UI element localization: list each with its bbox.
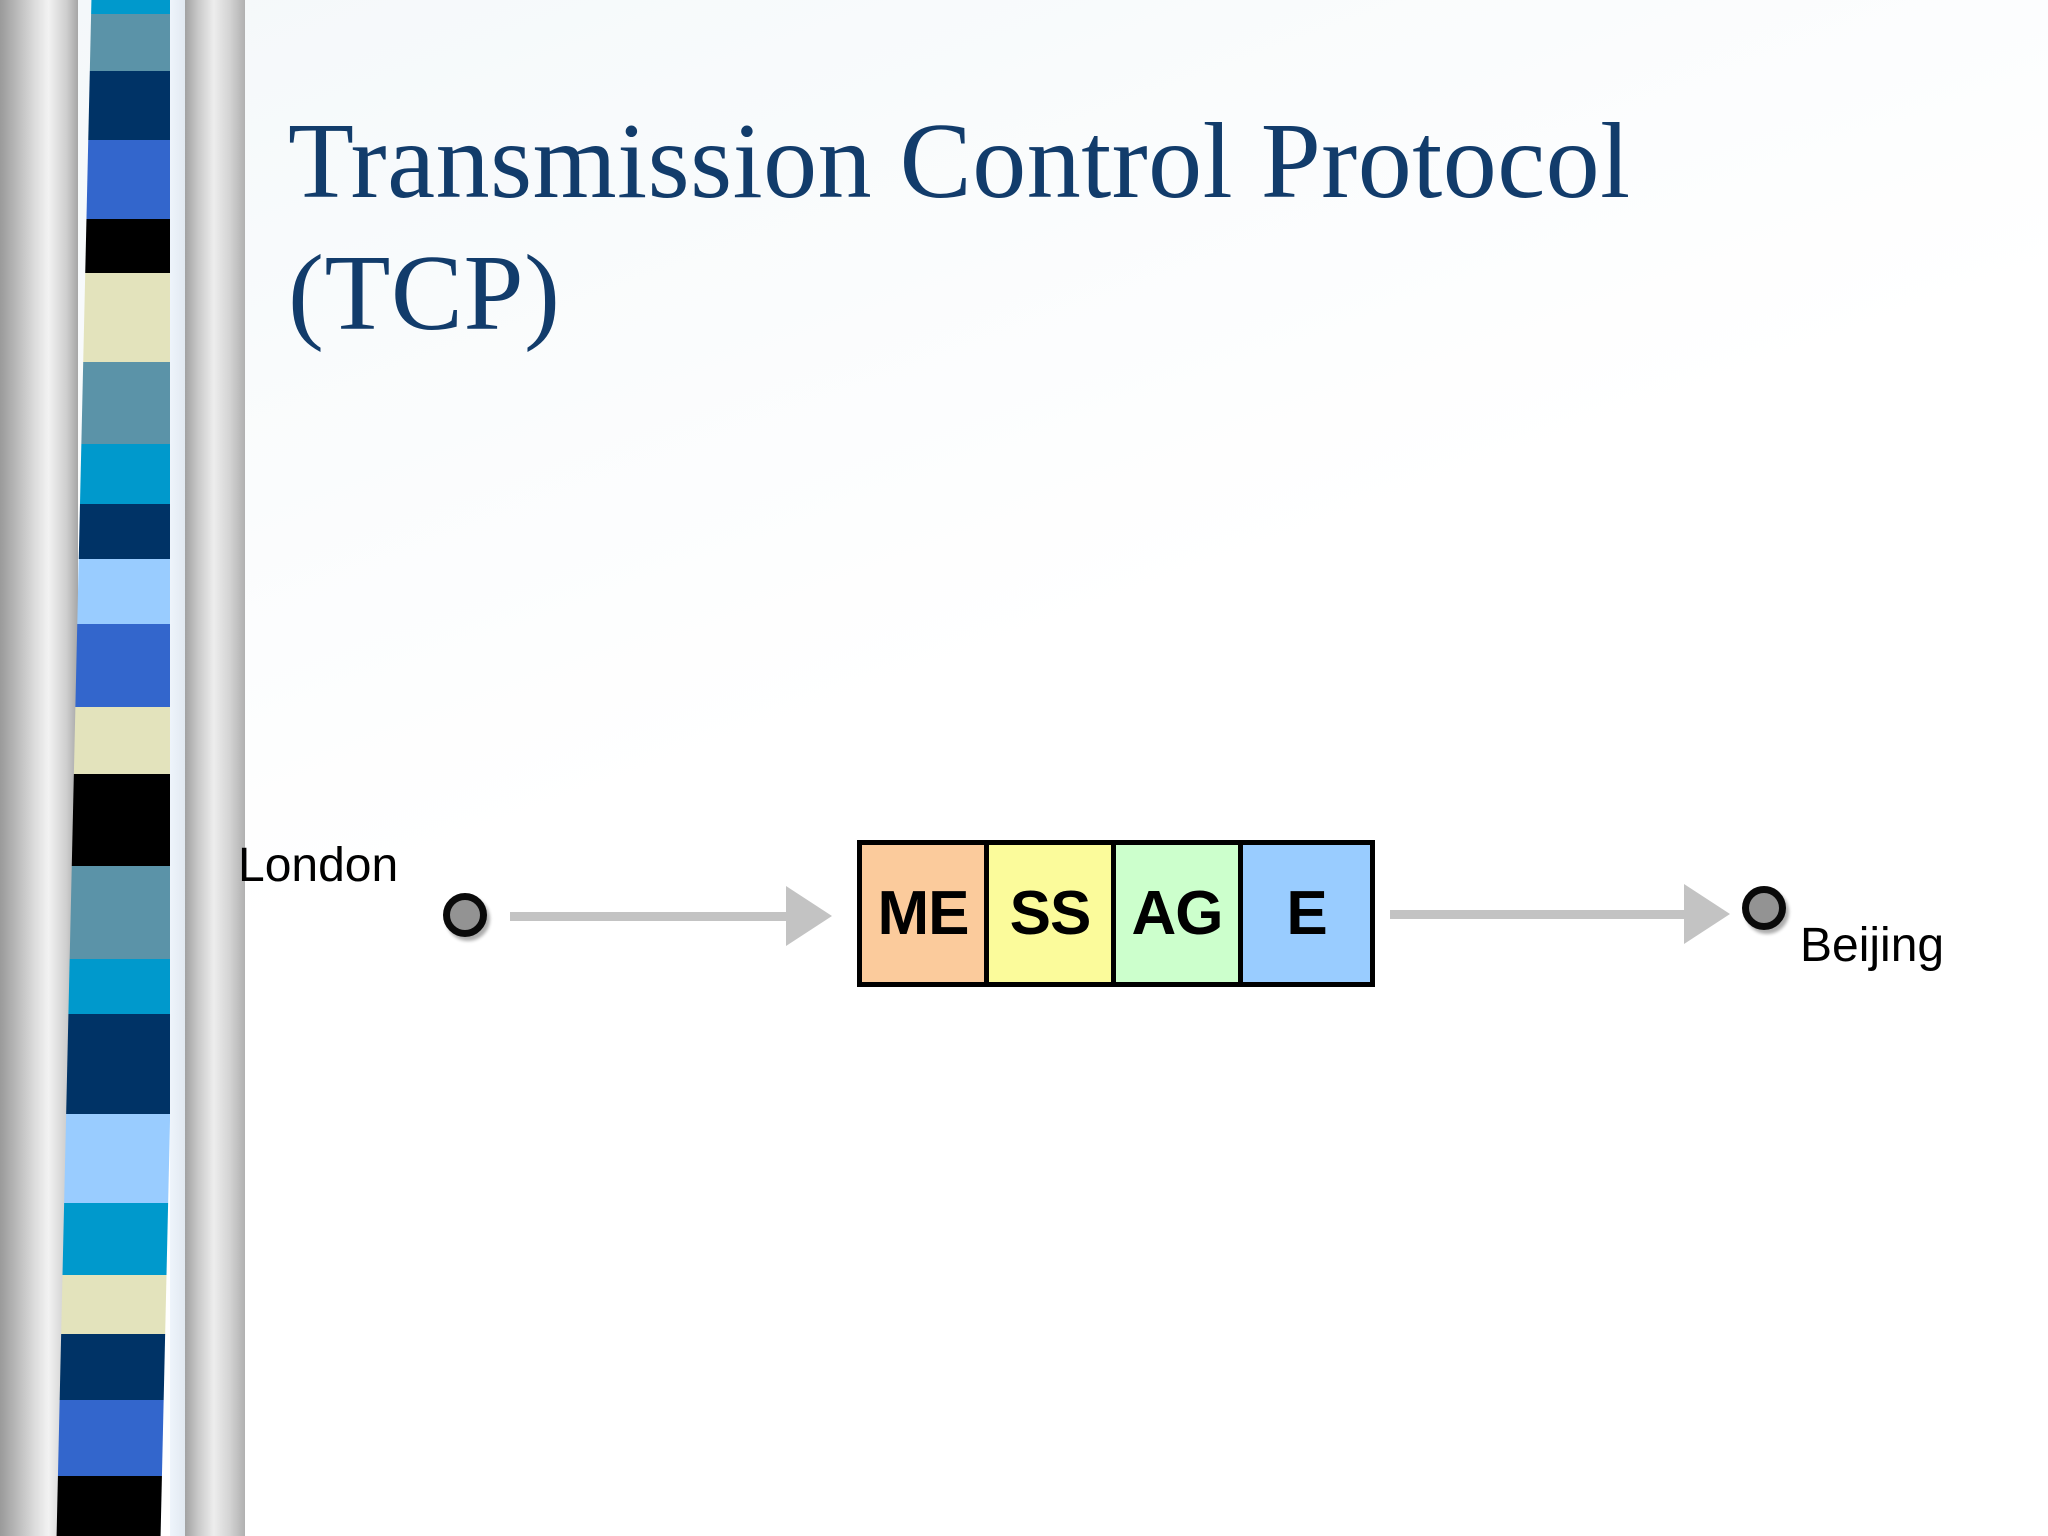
sender-label-london: London <box>238 839 399 892</box>
packet-segment: AG <box>1116 845 1243 982</box>
packet-segment: ME <box>862 845 989 982</box>
arrow-shaft-packet-to-beijing <box>1390 910 1686 919</box>
title-line-1: Transmission Control Protocol <box>288 102 1631 221</box>
left-decorative-column <box>0 0 245 1536</box>
cylinder-gap <box>170 0 188 1536</box>
receiver-label-beijing: Beijing <box>1800 919 1945 972</box>
packet-segment: SS <box>989 845 1116 982</box>
cylinder-edge-right <box>185 0 245 1536</box>
arrow-shaft-london-to-packet <box>510 912 788 921</box>
slide-title: Transmission Control Protocol (TCP) <box>288 96 1928 360</box>
arrow-head-packet-to-beijing <box>1684 884 1730 944</box>
sender-node-dot <box>443 893 487 937</box>
title-line-2: (TCP) <box>288 233 561 353</box>
packet-segment: E <box>1243 845 1370 982</box>
receiver-node-dot <box>1742 886 1786 930</box>
arrow-head-london-to-packet <box>786 886 832 946</box>
